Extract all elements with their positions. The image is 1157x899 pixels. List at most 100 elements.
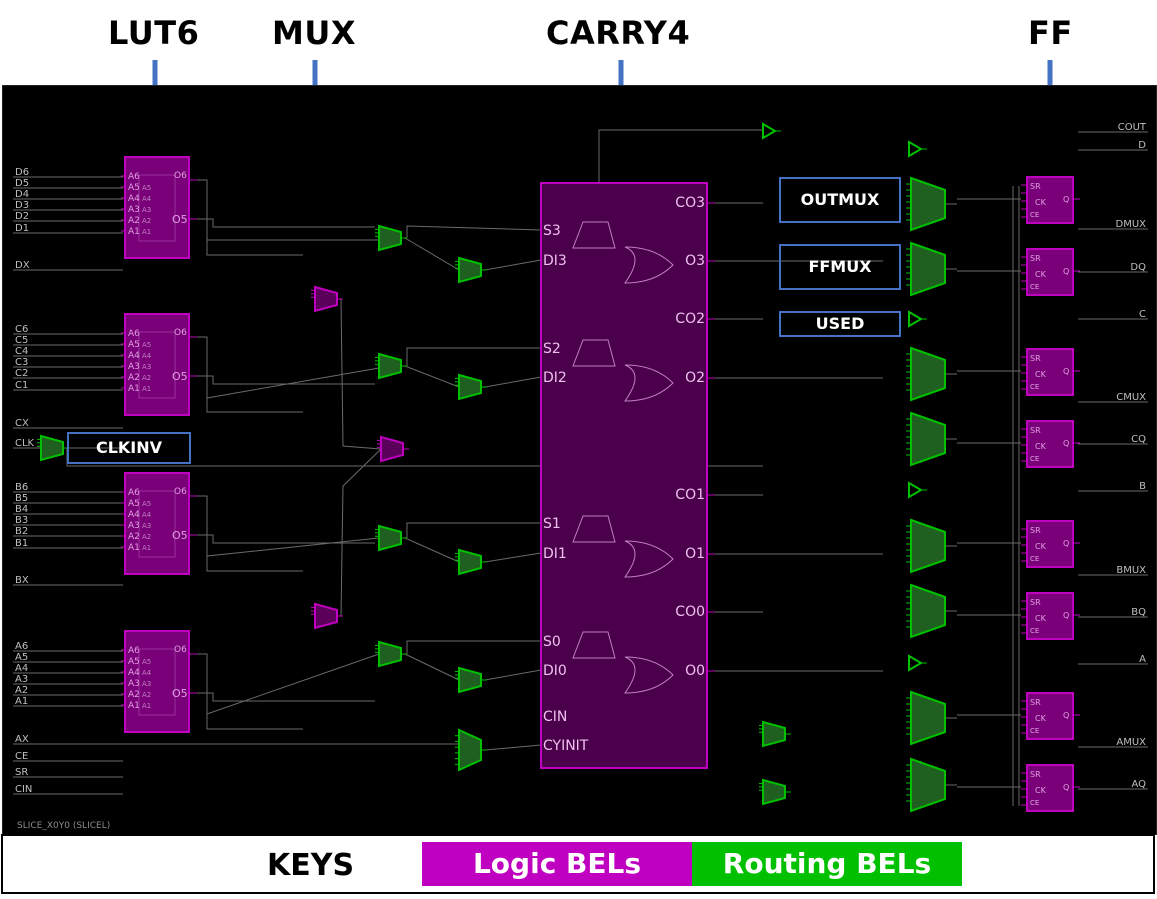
wire [197, 534, 375, 544]
lut-pin: A4 [128, 510, 140, 520]
used-buf-b [908, 481, 923, 499]
callout-clkinv: CLKINV [67, 432, 191, 464]
lut-pin: A2 [128, 690, 140, 700]
wire [197, 336, 303, 413]
outmux-ffmux [910, 411, 946, 467]
used-buf-c [908, 310, 923, 328]
port-d5: D5 [15, 178, 29, 189]
port-a1: A1 [15, 696, 28, 707]
lut-pin: A6 [128, 172, 140, 182]
ff-block [1026, 420, 1074, 468]
callout-ffmux: FFMUX [779, 244, 901, 290]
lut-pin: A2 [128, 532, 140, 542]
wire [484, 376, 542, 388]
ff-block [1026, 692, 1074, 740]
wire [406, 640, 541, 654]
ff-pin-ck: CK [1035, 198, 1047, 207]
carry-xor [624, 540, 674, 578]
ff-pin-ce: CE [1030, 799, 1039, 807]
ff-pin-q: Q [1063, 711, 1069, 720]
port-dx: DX [15, 260, 30, 271]
wire [206, 367, 380, 399]
clkinv-mux [40, 434, 64, 462]
carry-cyinit: CYINIT [543, 738, 589, 754]
port-clk: CLK [15, 438, 35, 449]
ff-block [1026, 520, 1074, 568]
label-carry4: CARRY4 [546, 14, 691, 52]
lut-pin-inner: A5 [142, 658, 151, 666]
lut-pin-inner: A5 [142, 341, 151, 349]
routing-mux-di [458, 256, 482, 284]
lut-pin: A6 [128, 646, 140, 656]
carry4-block [540, 182, 708, 769]
lut-pin-inner: A2 [142, 217, 151, 225]
carry-di: DI2 [543, 370, 567, 386]
ff-pin-ck: CK [1035, 714, 1047, 723]
keys-title: KEYS [267, 848, 355, 883]
lut-pin-inner: A3 [142, 680, 151, 688]
lut-pin: A2 [128, 216, 140, 226]
port-d4: D4 [15, 189, 29, 200]
wire [406, 347, 541, 366]
outmux-ffmux [910, 176, 946, 232]
outmux-ffmux [910, 518, 946, 574]
wire [340, 298, 382, 450]
carry-cin: CIN [543, 709, 567, 725]
lut-pin: A5 [128, 499, 140, 509]
port-d: D [1138, 140, 1146, 151]
sr-mux [762, 778, 786, 806]
routing-mux-lut [378, 524, 402, 552]
ff-block [1026, 176, 1074, 224]
key-routing-bels: Routing BELs [692, 842, 962, 886]
carry-co: CO1 [675, 487, 705, 503]
lut-pin: A5 [128, 183, 140, 193]
routing-mux-di [458, 666, 482, 694]
port-cx: CX [15, 418, 29, 429]
label-mux: MUX [272, 14, 356, 52]
ff-pin-ce: CE [1030, 283, 1039, 291]
port-ce: CE [15, 751, 28, 762]
outmux-ffmux [910, 690, 946, 746]
port-c6: C6 [15, 324, 28, 335]
carry-xor [624, 246, 674, 284]
port-cmux: CMUX [1116, 392, 1146, 403]
routing-mux-di [458, 373, 482, 401]
wire [206, 653, 380, 715]
wire [484, 744, 542, 751]
wire [484, 259, 542, 271]
ff-pin-ck: CK [1035, 614, 1047, 623]
lut-pin: A1 [128, 227, 140, 237]
lut-out-o5: O5 [172, 529, 188, 542]
ff-pin-ck: CK [1035, 370, 1047, 379]
lut-pin: A2 [128, 373, 140, 383]
lut-pin-inner: A5 [142, 500, 151, 508]
lut6-inner [138, 174, 176, 242]
port-c4: C4 [15, 346, 28, 357]
wire [406, 522, 541, 538]
lut-out-o6: O6 [174, 171, 187, 181]
carry-o: O0 [685, 663, 705, 679]
cyinit-mux [458, 728, 482, 772]
ce-mux [762, 720, 786, 748]
port-b: B [1139, 481, 1146, 492]
ff-pin-q: Q [1063, 195, 1069, 204]
port-bq: BQ [1131, 607, 1146, 618]
port-cin: CIN [15, 784, 32, 795]
ff-block [1026, 248, 1074, 296]
ff-pin-q: Q [1063, 439, 1069, 448]
ff-pin-sr: SR [1030, 354, 1041, 363]
label-lut6: LUT6 [108, 14, 200, 52]
wire [598, 129, 763, 183]
lut-pin-inner: A4 [142, 669, 152, 677]
lut-pin-inner: A3 [142, 522, 151, 530]
carry-mux [572, 221, 616, 249]
keys-legend: KEYS Logic BELs Routing BELs [1, 834, 1155, 894]
lut-pin-inner: A1 [142, 228, 151, 236]
lut-pin-inner: A2 [142, 374, 151, 382]
routing-mux-lut [378, 224, 402, 252]
lut-pin-inner: A2 [142, 533, 151, 541]
ff-pin-sr: SR [1030, 698, 1041, 707]
lut-pin-inner: A1 [142, 385, 151, 393]
wire [404, 365, 460, 388]
wire [484, 669, 542, 681]
